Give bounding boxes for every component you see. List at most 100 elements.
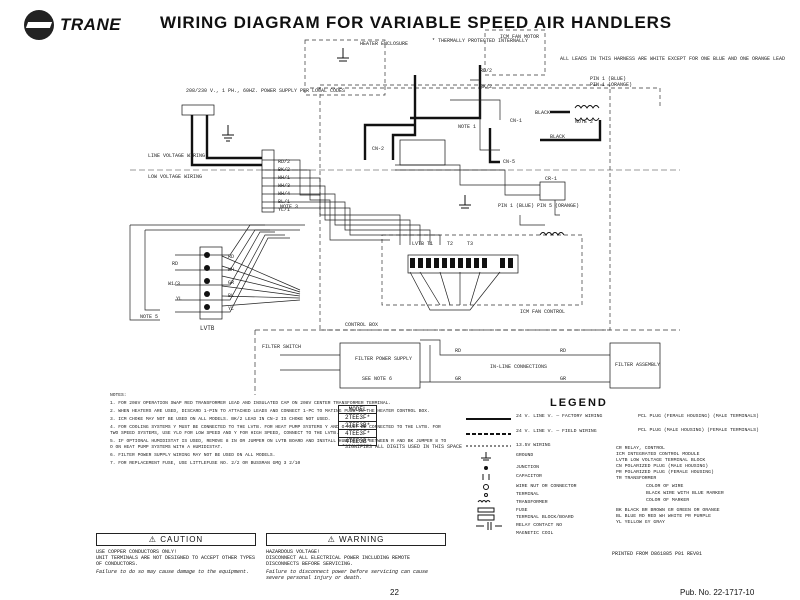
warning-foot: Failure to disconnect power before servi… <box>266 569 429 581</box>
terminal-label: T3 <box>467 241 473 247</box>
lvtb-label: LVTB <box>412 241 424 247</box>
lvtb-label-2: LVTB <box>200 325 215 332</box>
heater-enclosure-outline <box>304 39 386 96</box>
leads-note-label: ALL LEADS IN THIS HARNESS ARE WHITE EXCE… <box>560 56 785 62</box>
heater-wire-2 <box>363 123 415 160</box>
terminal-dots <box>204 252 513 310</box>
filter-switch-label: FILTER SWITCH <box>262 344 301 350</box>
lvtb-wire-label: YL <box>176 296 182 302</box>
lvtb-wire-label: W1/3 <box>168 281 180 287</box>
legend-entry: WIRE NUT OR CONNECTOR <box>516 484 577 489</box>
legend-title: LEGEND <box>550 397 608 409</box>
caution-title: ⚠ CAUTION <box>96 533 256 546</box>
terminal-block-1 <box>261 149 275 213</box>
legend-entry: JUNCTION <box>516 465 540 470</box>
icm-terminal-strip <box>407 254 519 274</box>
lvtb-wire-label: BL <box>228 293 234 299</box>
terminal-label: T1 <box>427 241 433 247</box>
warning-heading: HAZARDOUS VOLTAGE! <box>266 549 321 555</box>
legend-right-entry: PCL PLUG (MALE HOUSING) (FEMALE TERMINAL… <box>638 428 759 433</box>
pin-notes-label: PIN 1 (BLUE) PIN 5 (ORANGE) <box>498 203 579 209</box>
terminal-blocks <box>181 104 661 389</box>
motor-wire-2 <box>410 85 482 120</box>
cr1-relay <box>539 181 566 201</box>
caution-heading: USE COPPER CONDUCTORS ONLY! <box>96 549 178 555</box>
caution-title-text: CAUTION <box>160 535 204 544</box>
note1-label: NOTE 1 <box>458 124 476 130</box>
black-wire-label: BLACK <box>535 110 550 116</box>
signal-wires <box>129 79 610 383</box>
wire-label: WH/1 <box>278 175 290 181</box>
wire-label: WH/3 <box>278 183 290 189</box>
warning-title: ⚠ WARNING <box>266 533 446 546</box>
legend-right-entry: CN POLARIZED PLUG (MALE HOUSING) <box>616 464 709 469</box>
filter-assembly-label: FILTER ASSEMBLY <box>615 362 660 368</box>
wire-label: RD <box>560 348 566 354</box>
note-item: 4. FOR COOLING SYSTEMS Y MUST BE CONNECT… <box>110 425 444 436</box>
wire-label: YL/1 <box>278 207 290 213</box>
power-wire-2 <box>205 115 262 160</box>
lvtb-wire-label: GR <box>228 280 234 286</box>
icm-fan-control-outline <box>381 234 583 306</box>
terminal-label: T2 <box>447 241 453 247</box>
cn1-label: CN-1 <box>510 118 522 124</box>
note-item: 1. FOR 208V OPERATION SWAP RED TRANSFORM… <box>110 401 392 406</box>
note5-label: NOTE 5 <box>140 314 158 320</box>
model-row: 4TEE3F* <box>339 430 377 438</box>
black-wire-label-2: BLACK <box>550 134 565 140</box>
heater-wire <box>391 75 417 160</box>
pin1-orange-label: PIN 1 (ORANGE) <box>590 82 632 88</box>
icm-fan-motor-label: ICM FAN MOTOR <box>500 34 539 40</box>
notes-section: NOTES: 1. FOR 208V OPERATION SWAP RED TR… <box>110 393 450 469</box>
lvtb-wire-label: RD <box>172 261 178 267</box>
model-row: 2TEE3F* <box>339 414 377 422</box>
inline-connections-label: IN-LINE CONNECTIONS <box>490 364 547 370</box>
legend-right-entry: BL BLUE RD RED WH WHITE PR PURPLE <box>616 514 711 519</box>
legend-entry: 24 V. LINE V. — FACTORY WIRING <box>516 414 603 419</box>
cn5-wire <box>488 128 500 164</box>
pin1-blue-label: PIN 1 (BLUE) <box>590 76 626 82</box>
legend-entry: 13.5V WIRING <box>516 443 551 448</box>
model-header: MODEL <box>339 406 377 414</box>
caution-foot: Failure to do so may cause damage to the… <box>96 569 250 575</box>
ground-symbols <box>222 48 471 209</box>
legend-entry: MAGNETIC COIL <box>516 531 554 536</box>
icm-motor-outline <box>484 29 546 76</box>
note-item: 3. ICM CHOKE MAY NOT BE USED ON ALL MODE… <box>110 417 331 422</box>
model-row: 2TEE3B* <box>339 422 377 430</box>
note-item: 2. WHEN HEATERS ARE USED, DISCARD 1-PIN … <box>110 409 430 414</box>
note3-label: NOTE 3 <box>280 204 298 210</box>
choke-coil-icon <box>539 232 565 236</box>
page-number: 22 <box>390 588 399 597</box>
note-item: 5. IF OPTIONAL HUMIDISTAT IS USED, REMOV… <box>110 439 450 450</box>
lvtb-wire-labels: RD WH GR BL YL RD W1/3 YL <box>168 254 234 312</box>
power-terminal-block <box>181 104 215 116</box>
caution-box: ⚠ CAUTION USE COPPER CONDUCTORS ONLY! UN… <box>96 533 256 575</box>
legend-right-entry: COLOR OF WIRE <box>646 484 684 489</box>
legend-right-entry: PR POLARIZED PLUG (FEMALE HOUSING) <box>616 470 714 475</box>
wire-labels: RD/2 BK/2 WH/1 WH/3 WH/4 BL/1 YL/1 RD/2 … <box>278 68 566 382</box>
legend-symbols <box>466 418 511 530</box>
warning-body: DISCONNECT ALL ELECTRICAL POWER INCLUDIN… <box>266 555 411 567</box>
legend-entry: TERMINAL <box>516 492 540 497</box>
thermally-protected-label: * THERMALLY PROTECTED INTERNALLY <box>432 38 528 44</box>
printed-from: PRINTED FROM D861885 P01 REV01 <box>612 551 703 557</box>
page-title: WIRING DIAGRAM FOR VARIABLE SPEED AIR HA… <box>160 13 672 32</box>
legend-right-entry: PCL PLUG (FEMALE HOUSING) (MALE TERMINAL… <box>638 414 759 419</box>
filter-power-supply-box <box>339 342 421 389</box>
cn1-plug <box>399 139 446 166</box>
black-wire-2 <box>540 120 602 142</box>
caution-body: UNIT TERMINALS ARE NOT DESIGNED TO ACCEP… <box>96 555 256 567</box>
model-table: MODEL 2TEE3F* 2TEE3B* 4TEE3F* 4TEE3B* <box>338 405 378 446</box>
filter-power-supply-label: FILTER POWER SUPPLY <box>355 356 412 362</box>
warning-title-text: WARNING <box>339 535 385 544</box>
ground-icon <box>222 125 234 142</box>
ground-icon <box>337 48 349 62</box>
note-item: 7. FOR REPLACEMENT FUSE, USE LITTLEFUSE … <box>110 461 301 466</box>
brand-name: TRANE <box>60 15 122 34</box>
legend-right-entry: LVTB LOW VOLTAGE TERMINAL BLOCK <box>616 458 706 463</box>
cr1-label: CR-1 <box>545 176 557 182</box>
enclosure-outlines <box>304 29 661 331</box>
heater-enclosure-label: HEATER ENCLOSURE <box>360 41 408 47</box>
